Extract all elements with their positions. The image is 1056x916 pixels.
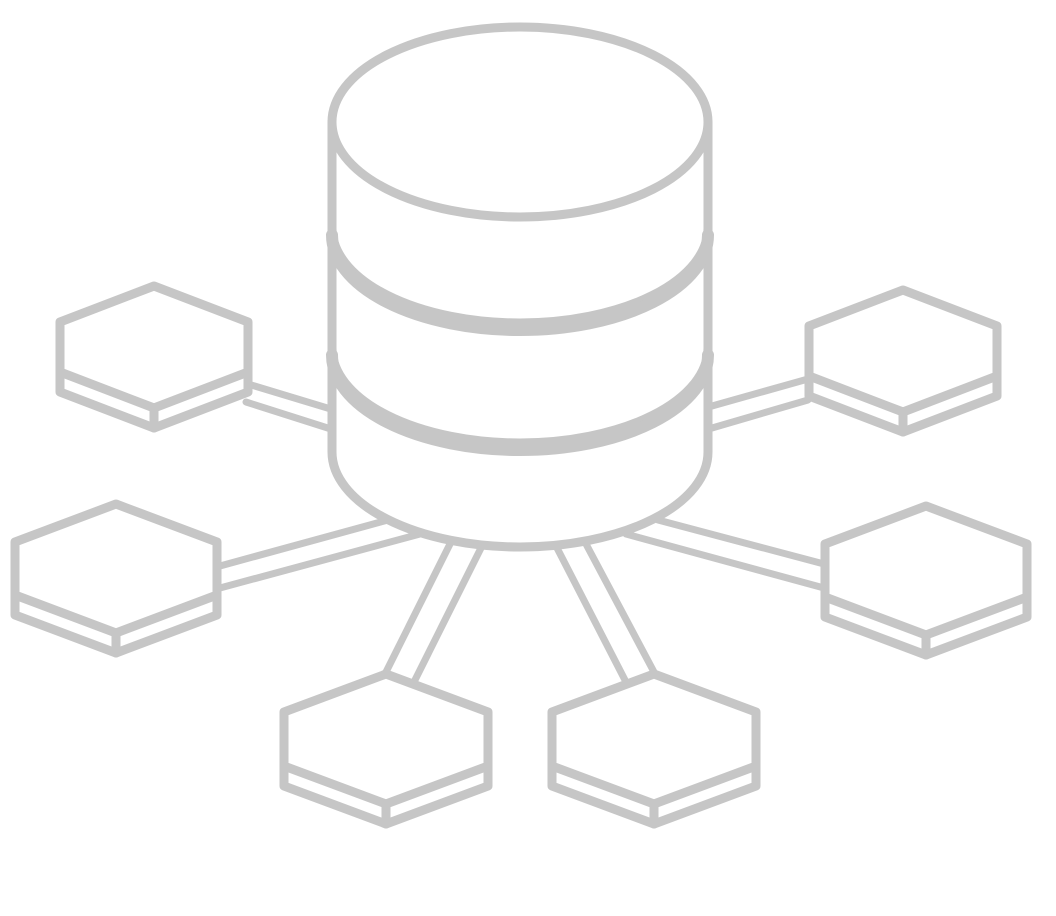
database-top-ellipse — [327, 22, 713, 222]
node-box-top-right — [804, 285, 1002, 437]
connector-bottom-right — [552, 540, 658, 686]
connector-mid-left — [216, 516, 424, 592]
peripheral-nodes — [10, 281, 1032, 829]
connector-mid-right — [622, 516, 828, 592]
connector-top-left — [242, 380, 338, 434]
node-box-bottom-right — [547, 669, 761, 829]
node-box-top-left — [55, 281, 253, 433]
node-box-mid-right — [820, 501, 1032, 660]
node-box-mid-left — [10, 499, 222, 658]
connector-top-right — [708, 375, 812, 432]
database-layer-band — [326, 229, 714, 336]
database-layer-band — [326, 349, 714, 456]
database-cylinder — [326, 22, 714, 552]
node-box-bottom-left — [279, 669, 493, 829]
connectors — [216, 375, 828, 686]
connector-bottom-left — [382, 540, 486, 686]
